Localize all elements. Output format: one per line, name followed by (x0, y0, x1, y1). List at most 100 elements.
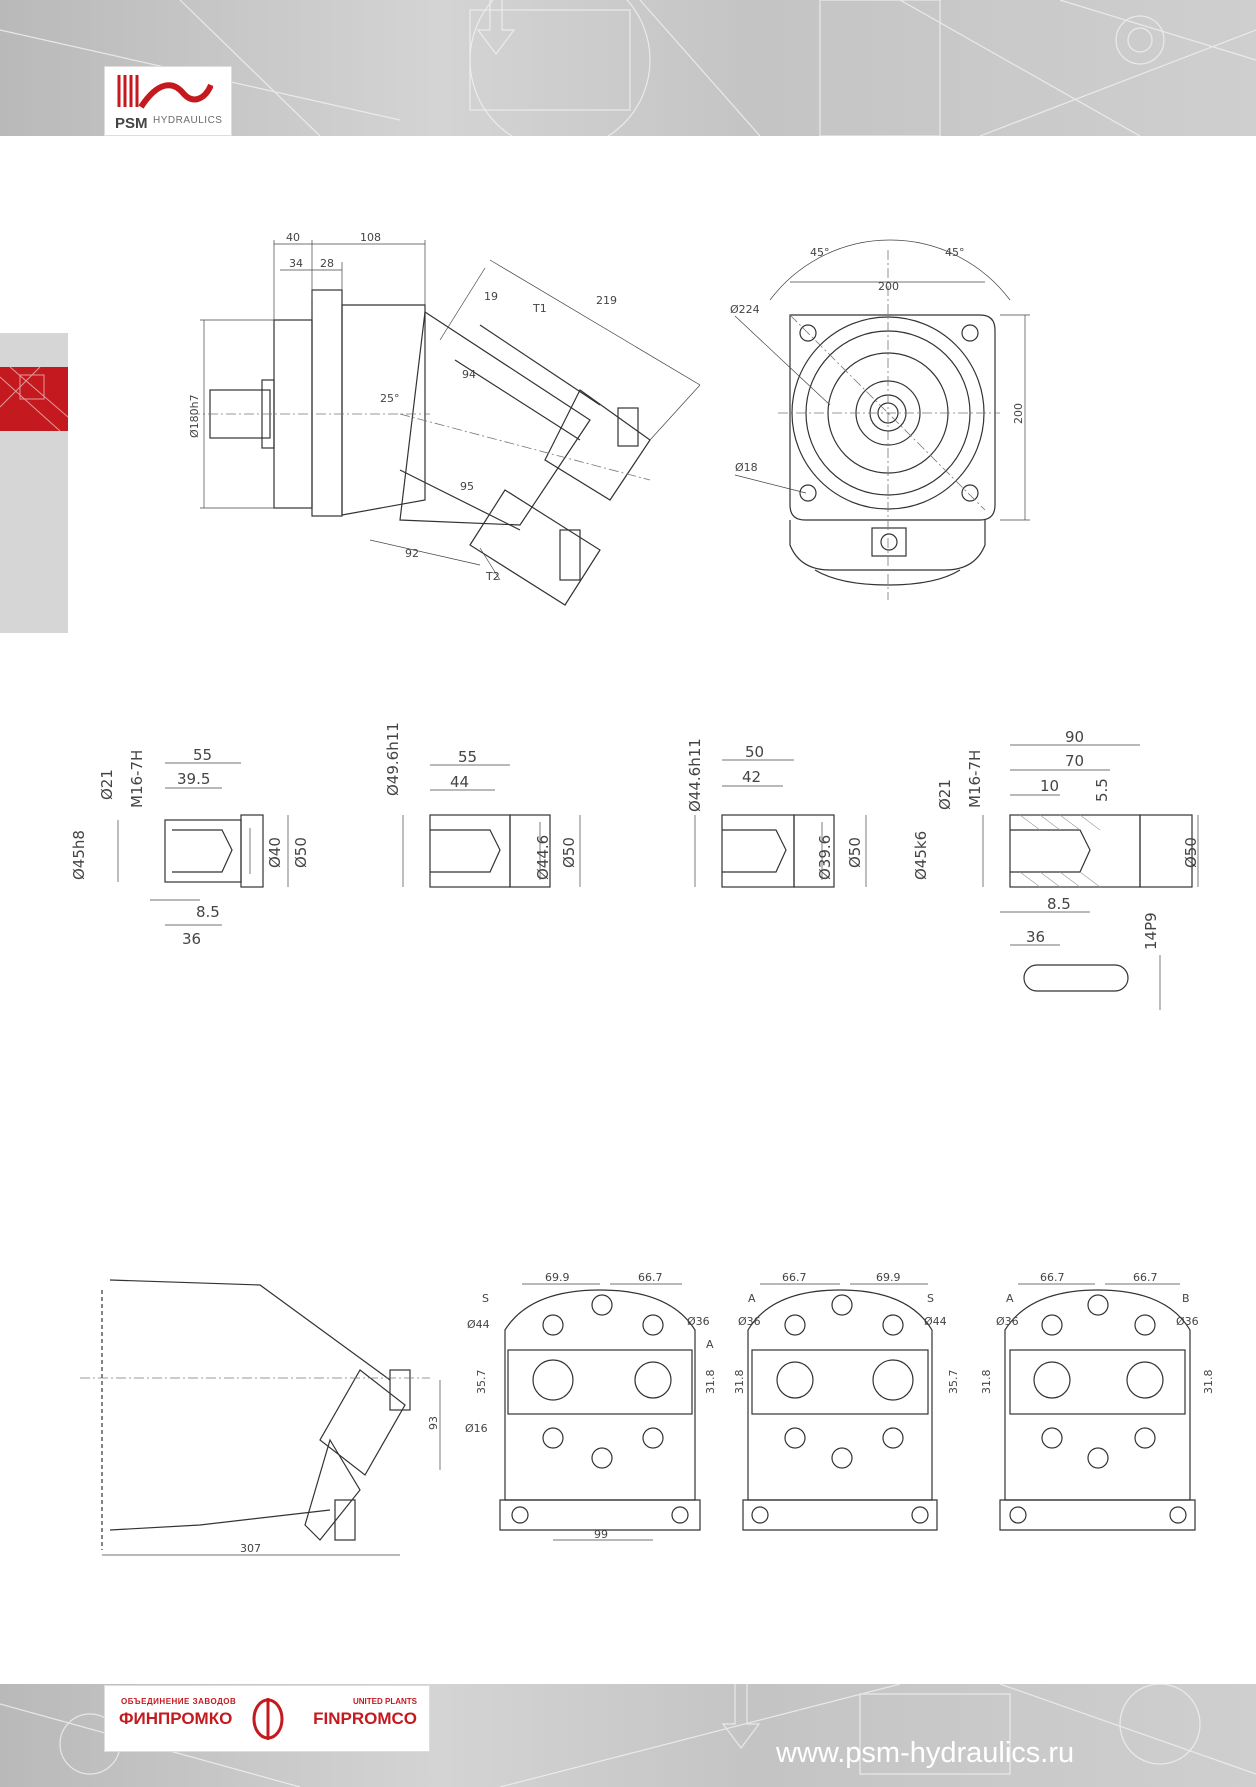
front-view-dimension-lines (734, 239, 1030, 521)
dim-93: 93 (427, 1416, 440, 1430)
shaft-3-dimension-lines (694, 759, 867, 887)
finpromco-logo-top-en: UNITED PLANTS (353, 1697, 417, 1706)
dim-8-5: 8.5 (1047, 895, 1071, 913)
dim-200-top: 200 (878, 280, 899, 293)
shaft-1-dimension-lines (117, 762, 289, 926)
v2-dim-69-9: 69.9 (876, 1271, 901, 1284)
dim-55: 55 (458, 748, 477, 766)
dim-44: 44 (450, 773, 469, 791)
side-view-centerlines (190, 413, 651, 481)
dim-44-6h11: Ø44.6h11 (686, 738, 704, 812)
side-view-dimension-lines (200, 240, 701, 581)
dim-21: Ø21 (98, 769, 116, 800)
dim-94: 94 (462, 368, 476, 381)
bottom-side-dimension-lines (102, 1380, 441, 1556)
header-blueprint-pattern (0, 0, 1256, 136)
shaft-2-dimension-lines (402, 764, 581, 887)
dim-92: 92 (405, 547, 419, 560)
dim-49-6h11: Ø49.6h11 (384, 722, 402, 796)
v3-dim-31-8-b: 31.8 (1202, 1370, 1215, 1395)
website-url[interactable]: www.psm-hydraulics.ru (776, 1737, 1075, 1769)
dim-95: 95 (460, 480, 474, 493)
dim-219: 219 (596, 294, 617, 307)
dim-55: 55 (193, 746, 212, 764)
v3-label-a: A (1006, 1292, 1014, 1305)
label-t1: T1 (532, 302, 547, 315)
shaft-1-outline (164, 814, 264, 888)
v1-dim-99: 99 (594, 1528, 608, 1541)
dim-10: 10 (1040, 777, 1059, 795)
v2-label-s: S (927, 1292, 934, 1305)
dim-50: Ø50 (560, 837, 578, 868)
v3-dim-66-7-b: 66.7 (1133, 1271, 1158, 1284)
dim-19: 19 (484, 290, 498, 303)
bottom-labels: 93 307 69.9 66.7 S Ø44 Ø36 A 35.7 31.8 Ø… (240, 1271, 1215, 1555)
v2-dim-66-7: 66.7 (782, 1271, 807, 1284)
dim-50: Ø50 (292, 837, 310, 868)
dim-36: 36 (1026, 928, 1045, 946)
dim-50: 50 (745, 743, 764, 761)
psm-logo-sub: HYDRAULICS (153, 115, 223, 126)
shaft-4-labels: 90 70 10 5.5 Ø21 M16-7H Ø45k6 Ø50 8.5 36… (912, 728, 1200, 950)
v1-dim-36: Ø36 (687, 1315, 710, 1328)
label-t2: T2 (485, 570, 500, 583)
side-tab-pattern (0, 367, 68, 431)
shaft-3-outline (721, 814, 835, 888)
dim-200-side: 200 (1012, 403, 1025, 424)
finpromco-logo-ru: ФИНПРОМКО (119, 1709, 233, 1728)
finpromco-logo-en: FINPROMCO (313, 1709, 417, 1728)
v1-dim-66-7: 66.7 (638, 1271, 663, 1284)
dim-70: 70 (1065, 752, 1084, 770)
dim-34: 34 (289, 257, 303, 270)
psm-logo-mark-icon (117, 75, 213, 109)
v3-dim-36-a: Ø36 (996, 1315, 1019, 1328)
finpromco-logo-top-ru: ОБЪЕДИНЕНИЕ ЗАВОДОВ (121, 1697, 237, 1706)
side-view-outline (209, 289, 651, 606)
port-view-1 (499, 1289, 701, 1531)
dim-m16: M16-7H (128, 750, 146, 808)
dim-108: 108 (360, 231, 381, 244)
v2-dim-31-8: 31.8 (733, 1370, 746, 1395)
front-view-centerlines (778, 250, 1000, 600)
dim-39-6: Ø39.6 (816, 835, 834, 880)
psm-logo: PSM HYDRAULICS (104, 66, 232, 136)
dim-42: 42 (742, 768, 761, 786)
psm-logo-brand: PSM (115, 115, 148, 132)
v3-dim-36-b: Ø36 (1176, 1315, 1199, 1328)
shaft-3-labels: Ø44.6h11 50 42 Ø39.6 Ø50 (686, 738, 864, 880)
dim-8-5: 8.5 (196, 903, 220, 921)
v3-label-b: B (1182, 1292, 1190, 1305)
dim-45-left: 45° (810, 246, 830, 259)
shaft-4-outline (1009, 814, 1193, 992)
v1-dim-16: Ø16 (465, 1422, 488, 1435)
v1-dim-44: Ø44 (467, 1318, 490, 1331)
shaft-1-labels: 55 39.5 Ø21 M16-7H Ø45h8 Ø40 Ø50 8.5 36 (70, 746, 310, 948)
dim-18: Ø18 (735, 461, 758, 474)
v2-dim-36: Ø36 (738, 1315, 761, 1328)
dim-m16: M16-7H (966, 750, 984, 808)
shaft-2-labels: Ø49.6h11 55 44 Ø44.6 Ø50 (384, 722, 578, 880)
dim-28: 28 (320, 257, 334, 270)
dim-40: Ø40 (266, 837, 284, 868)
dim-45-right: 45° (945, 246, 965, 259)
dim-180h7: Ø180h7 (188, 394, 201, 438)
dim-angle-25: 25° (380, 392, 400, 405)
shaft-4-dimension-lines (982, 744, 1199, 1010)
shaft-4-hatch (1019, 814, 1101, 888)
v1-label-a: A (706, 1338, 714, 1351)
dim-90: 90 (1065, 728, 1084, 746)
dim-39-5: 39.5 (177, 770, 210, 788)
front-view-outline (789, 314, 996, 586)
finpromco-emblem-icon (252, 1698, 284, 1740)
bottom-side-view-outline (101, 1279, 411, 1550)
v3-dim-31-8-a: 31.8 (980, 1370, 993, 1395)
v2-dim-35-7: 35.7 (947, 1370, 960, 1395)
side-view-labels: 40 108 34 28 219 19 T1 94 25° Ø180h7 95 … (188, 231, 617, 583)
dim-36: 36 (182, 930, 201, 948)
v1-dim-35-7: 35.7 (475, 1370, 488, 1395)
dim-45h8: Ø45h8 (70, 830, 88, 880)
port-view-2 (742, 1289, 938, 1531)
port-view-3 (999, 1289, 1196, 1531)
v2-label-a: A (748, 1292, 756, 1305)
front-view-labels: 45° 45° 200 Ø224 200 Ø18 (730, 246, 1025, 474)
